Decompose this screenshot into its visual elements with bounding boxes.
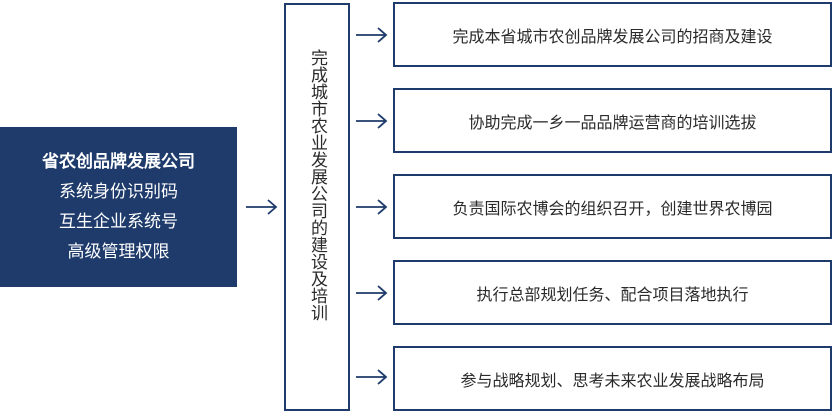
item-2-label: 协助完成一乡一品品牌运营商的培训选拔 bbox=[468, 112, 757, 132]
arrow-to-item-4 bbox=[355, 285, 389, 301]
company-line-3: 高级管理权限 bbox=[67, 242, 170, 262]
item-1-label: 完成本省城市农创品牌发展公司的招商及建设 bbox=[452, 26, 773, 46]
company-title: 省农创品牌发展公司 bbox=[42, 152, 195, 172]
middle-box: 完成城市农业发展公司的建设及培训 bbox=[284, 3, 350, 411]
item-5: 参与战略规划、思考未来农业发展战略布局 bbox=[393, 346, 832, 411]
item-4: 执行总部规划任务、配合项目落地执行 bbox=[393, 260, 832, 325]
item-3-label: 负责国际农博会的组织召开，创建世界农博园 bbox=[452, 198, 773, 218]
arrow-to-item-1 bbox=[355, 27, 389, 43]
company-box: 省农创品牌发展公司 系统身份识别码 互生企业系统号 高级管理权限 bbox=[0, 127, 237, 287]
item-4-label: 执行总部规划任务、配合项目落地执行 bbox=[476, 284, 749, 304]
arrow-to-item-2 bbox=[355, 113, 389, 129]
item-1: 完成本省城市农创品牌发展公司的招商及建设 bbox=[393, 2, 832, 67]
company-line-1: 系统身份识别码 bbox=[59, 182, 178, 202]
company-line-2: 互生企业系统号 bbox=[59, 212, 178, 232]
item-5-label: 参与战略规划、思考未来农业发展战略布局 bbox=[460, 370, 765, 390]
arrow-to-item-5 bbox=[355, 369, 389, 385]
arrow-to-item-3 bbox=[355, 199, 389, 215]
arrow-left-to-middle bbox=[245, 199, 279, 215]
middle-label: 完成城市农业发展公司的建设及培训 bbox=[307, 49, 327, 321]
item-2: 协助完成一乡一品品牌运营商的培训选拔 bbox=[393, 88, 832, 153]
item-3: 负责国际农博会的组织召开，创建世界农博园 bbox=[393, 174, 832, 239]
